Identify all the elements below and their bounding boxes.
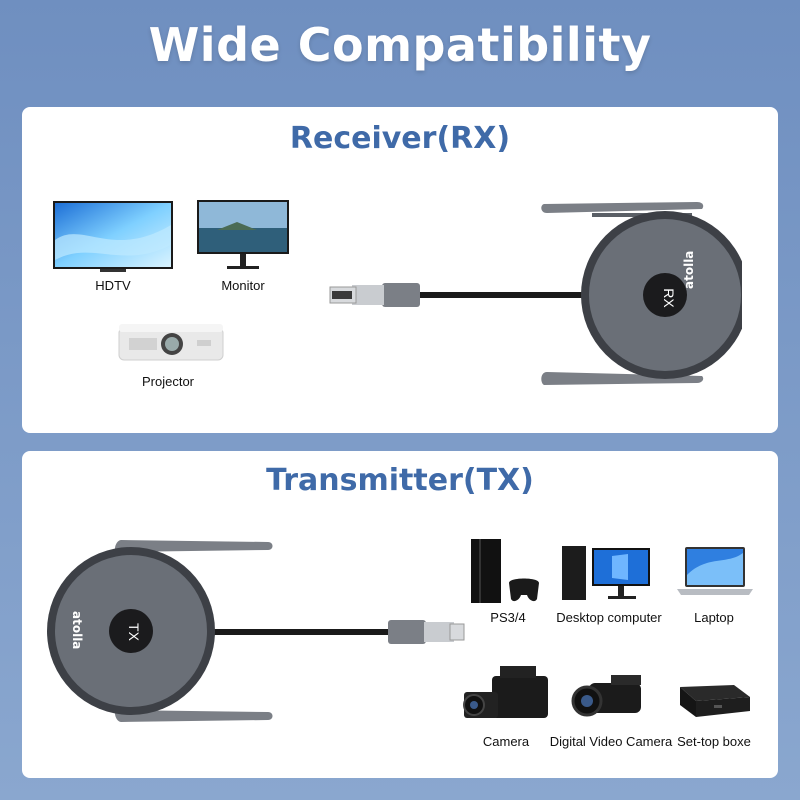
receiver-device-image bbox=[322, 199, 742, 399]
page-title: Wide Compatibility bbox=[148, 18, 652, 72]
camera-icon bbox=[462, 664, 552, 730]
game-console-icon bbox=[469, 537, 541, 607]
device-label-camera: Camera bbox=[482, 734, 530, 749]
transmitter-device-image bbox=[46, 536, 466, 726]
video-camera-icon bbox=[571, 673, 647, 725]
device-label-hdtv: HDTV bbox=[95, 278, 131, 293]
projector-icon bbox=[117, 322, 225, 364]
device-label-set-top-box: Set-top boxe bbox=[677, 734, 751, 749]
device-label-laptop: Laptop bbox=[694, 610, 734, 625]
transmitter-title: Transmitter(TX) bbox=[266, 463, 534, 498]
device-label-ps: PS3/4 bbox=[490, 610, 526, 625]
tx-brand-logo: atolla bbox=[70, 611, 84, 650]
device-label-desktop: Desktop computer bbox=[556, 610, 662, 625]
transmitter-panel: Transmitter(TX) TX atolla PS3/4 bbox=[22, 451, 778, 778]
device-label-video-camera: Digital Video Camera bbox=[549, 734, 673, 749]
tv-icon bbox=[52, 200, 174, 275]
receiver-title: Receiver(RX) bbox=[289, 121, 511, 156]
set-top-box-icon bbox=[674, 683, 752, 723]
rx-brand-logo: atolla bbox=[682, 250, 696, 289]
rx-device-label: RX bbox=[661, 288, 677, 308]
desktop-computer-icon bbox=[562, 544, 652, 604]
tx-device-label: TX bbox=[126, 623, 142, 641]
laptop-icon bbox=[677, 545, 753, 601]
device-label-projector: Projector bbox=[141, 374, 195, 389]
device-label-monitor: Monitor bbox=[221, 278, 265, 293]
monitor-icon bbox=[197, 200, 289, 274]
receiver-panel: Receiver(RX) HDTV Monitor bbox=[22, 107, 778, 433]
